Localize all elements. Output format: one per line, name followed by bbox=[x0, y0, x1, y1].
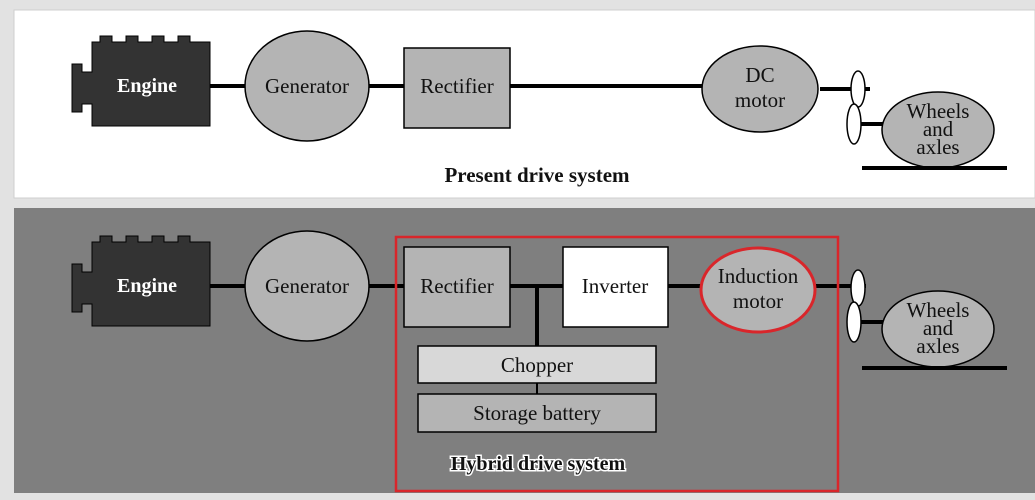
hybrid-gear-top bbox=[850, 269, 866, 307]
hybrid-generator-ellipse bbox=[244, 230, 370, 342]
present-caption: Present drive system bbox=[444, 163, 630, 187]
hybrid-caption: Hybrid drive system bbox=[451, 453, 626, 475]
hybrid-wheels-label-line1: Wheels bbox=[907, 298, 970, 322]
present-dc-motor-label-line2: motor bbox=[735, 88, 785, 112]
present-dc-motor-ellipse bbox=[701, 45, 819, 133]
hybrid-chopper-label: Chopper bbox=[501, 353, 573, 377]
hybrid-inverter: Inverter bbox=[562, 246, 669, 328]
present-generator: Generator bbox=[244, 30, 370, 142]
present-generator-label: Generator bbox=[265, 74, 349, 98]
present-wheels-label-line2: and bbox=[923, 117, 954, 141]
hybrid-gear-bottom bbox=[846, 301, 862, 343]
hybrid-chopper-box bbox=[417, 345, 657, 384]
hybrid-engine: Engine bbox=[71, 235, 211, 327]
hybrid-wheels: Wheels and axles bbox=[862, 290, 1007, 370]
hybrid-generator-label: Generator bbox=[265, 274, 349, 298]
hybrid-drive-panel: Engine Generator Rectifier Inverter Indu… bbox=[14, 208, 1035, 493]
present-gear-top bbox=[850, 70, 866, 108]
hybrid-induction-motor: Induction motor bbox=[699, 246, 817, 334]
hybrid-wheels-label-line3: axles bbox=[916, 334, 959, 358]
present-engine-label: Engine bbox=[117, 75, 177, 97]
hybrid-generator: Generator bbox=[244, 230, 370, 342]
present-engine-shape bbox=[71, 35, 211, 127]
hybrid-rectifier: Rectifier bbox=[403, 246, 511, 328]
present-wheels-label-line1: Wheels bbox=[907, 99, 970, 123]
hybrid-induction-motor-label-line1: Induction bbox=[718, 264, 799, 288]
hybrid-chopper: Chopper bbox=[417, 345, 657, 384]
present-drive-panel: Engine Generator Rectifier DC motor Whee… bbox=[13, 9, 1035, 199]
present-rectifier-label: Rectifier bbox=[420, 74, 493, 98]
hybrid-rectifier-box bbox=[403, 246, 511, 328]
present-gear bbox=[846, 70, 866, 145]
hybrid-storage-battery-label: Storage battery bbox=[473, 401, 601, 425]
present-wheels: Wheels and axles bbox=[862, 91, 1007, 170]
present-engine: Engine bbox=[71, 35, 211, 127]
present-rectifier: Rectifier bbox=[403, 47, 511, 129]
present-gear-bottom bbox=[846, 103, 862, 145]
hybrid-gear bbox=[846, 269, 866, 343]
hybrid-engine-label: Engine bbox=[117, 275, 177, 297]
present-wheels-label-line3: axles bbox=[916, 135, 959, 159]
hybrid-inverter-label: Inverter bbox=[582, 274, 648, 298]
present-dc-motor-label-line1: DC bbox=[745, 63, 774, 87]
present-dc-motor: DC motor bbox=[701, 45, 819, 133]
hybrid-rectifier-label: Rectifier bbox=[420, 274, 493, 298]
hybrid-engine-shape bbox=[71, 235, 211, 327]
hybrid-storage-battery: Storage battery bbox=[417, 393, 657, 433]
hybrid-induction-motor-label-line2: motor bbox=[733, 289, 783, 313]
present-generator-ellipse bbox=[244, 30, 370, 142]
hybrid-inverter-box bbox=[562, 246, 669, 328]
hybrid-storage-battery-box bbox=[417, 393, 657, 433]
present-rectifier-box bbox=[403, 47, 511, 129]
hybrid-wheels-label-line2: and bbox=[923, 316, 954, 340]
hybrid-highlight-frame bbox=[394, 235, 840, 493]
hybrid-induction-motor-ellipse bbox=[699, 246, 817, 334]
